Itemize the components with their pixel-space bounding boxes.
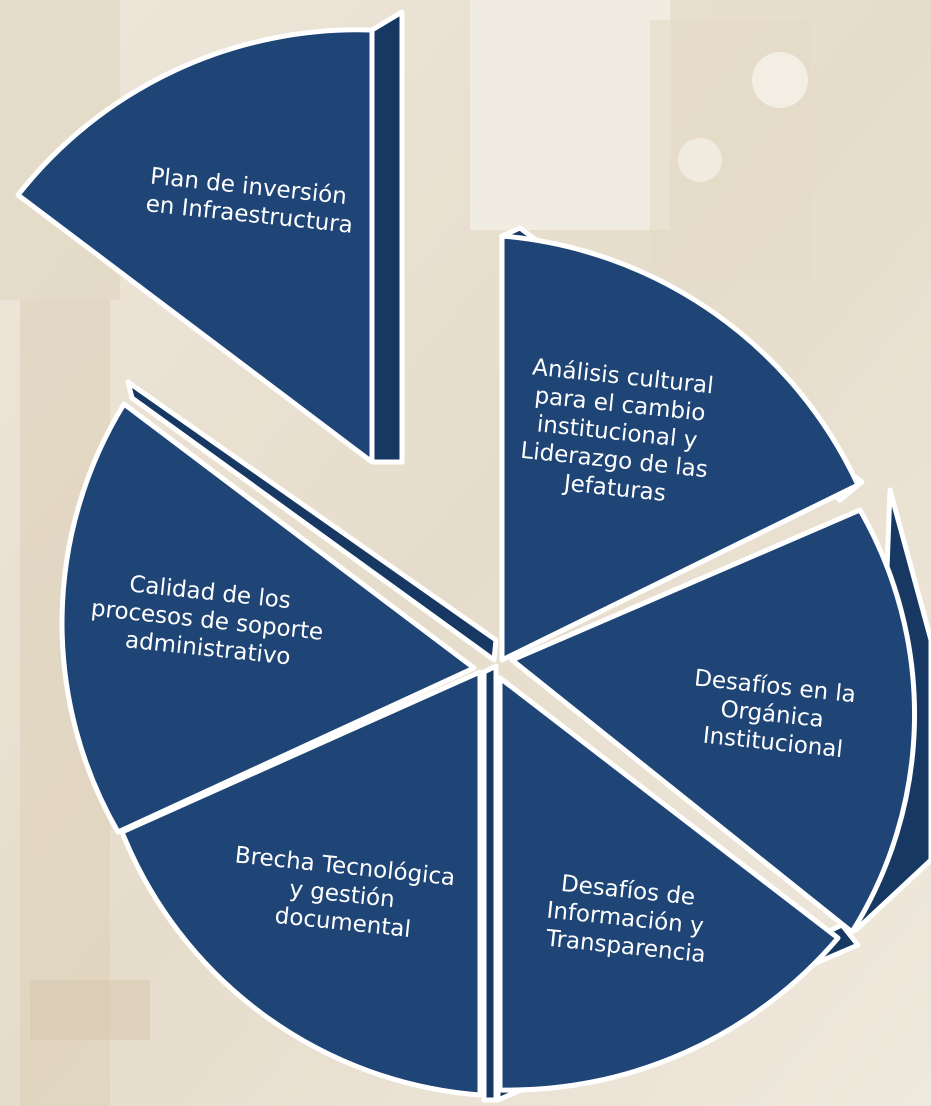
segment-calidad: Calidad de los procesos de soporte admin… xyxy=(59,401,477,835)
segment-informacion: Desafíos de Información y Transparencia xyxy=(497,675,841,1093)
segment-organica: Desafíos en la Orgánica Institucional xyxy=(509,507,918,935)
segment-infraestructura: Plan de inversión en Infraestructura xyxy=(15,9,405,465)
segment-analisis: Análisis cultural para el cambio institu… xyxy=(499,233,861,663)
segment-label: Desafíos de Información y Transparencia xyxy=(542,870,715,969)
segment-brecha: Brecha Tecnológica y gestión documental xyxy=(119,669,483,1098)
